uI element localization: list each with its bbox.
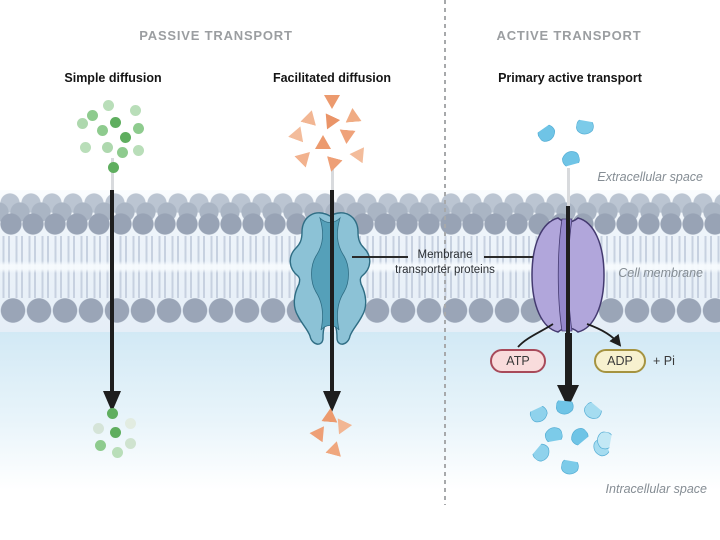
simple-diffusion-dot bbox=[132, 122, 144, 134]
intracellular-space-label: Intracellular space bbox=[605, 482, 707, 496]
cell-membrane-label: Cell membrane bbox=[618, 266, 703, 280]
facilitated-diffusion-arrow-tail bbox=[330, 158, 334, 194]
adp-badge-label: ADP bbox=[607, 354, 633, 368]
facilitated-diffusion-triangle bbox=[349, 143, 370, 164]
simple-diffusion-label: Simple diffusion bbox=[64, 71, 162, 85]
simple-diffusion-arrow-tail bbox=[110, 158, 114, 194]
active-transport-arrow-shaft bbox=[565, 206, 571, 334]
primary-active-transport-label: Primary active transport bbox=[498, 71, 642, 85]
facilitated-diffusion-triangle bbox=[294, 146, 315, 167]
active-transport-molecule bbox=[562, 151, 580, 168]
active-transport-molecule bbox=[529, 405, 548, 423]
extracellular-space-label: Extracellular space bbox=[597, 170, 703, 184]
atp-adp-curved-arrows bbox=[517, 323, 622, 348]
atp-badge: ATP bbox=[490, 349, 546, 373]
simple-diffusion-dot bbox=[107, 161, 119, 173]
active-transport-molecule bbox=[532, 443, 550, 462]
simple-diffusion-dot bbox=[102, 99, 114, 111]
transporter-leader-line-right bbox=[484, 256, 533, 258]
facilitated-diffusion-triangle bbox=[288, 124, 308, 143]
membrane-transporter-proteins-label: Membrane transporter proteins bbox=[395, 249, 495, 276]
facilitated-diffusion-arrow-shaft bbox=[329, 190, 335, 392]
active-transport-molecule bbox=[537, 124, 556, 142]
pi-label: + Pi bbox=[653, 354, 675, 368]
simple-diffusion-dot bbox=[92, 422, 104, 434]
simple-diffusion-dot bbox=[109, 116, 121, 128]
simple-diffusion-dot bbox=[119, 131, 131, 143]
simple-diffusion-arrow-shaft bbox=[109, 190, 115, 392]
active-transport-molecule bbox=[584, 401, 602, 419]
transporter-leader-line-left bbox=[352, 256, 408, 258]
active-transport-molecule bbox=[597, 431, 612, 450]
simple-diffusion-dot bbox=[124, 417, 136, 429]
active-transport-title: ACTIVE TRANSPORT bbox=[496, 28, 642, 43]
facilitated-diffusion-triangle bbox=[338, 129, 355, 144]
simple-diffusion-dot bbox=[106, 407, 118, 419]
simple-diffusion-dot bbox=[111, 446, 123, 458]
simple-diffusion-dot bbox=[86, 109, 98, 121]
facilitated-diffusion-triangle bbox=[315, 135, 331, 149]
simple-diffusion-dot bbox=[76, 117, 88, 129]
active-transport-molecule bbox=[555, 400, 574, 415]
active-transport-arrow-shaft-thick bbox=[564, 333, 572, 386]
simple-diffusion-dot bbox=[124, 437, 136, 449]
lipid-heads-top-front-row bbox=[0, 212, 720, 236]
simple-diffusion-dot bbox=[96, 124, 108, 136]
facilitated-diffusion-arrowhead bbox=[322, 391, 341, 412]
active-transport-molecule bbox=[561, 459, 579, 475]
atp-badge-label: ATP bbox=[506, 354, 530, 368]
simple-diffusion-dot bbox=[129, 104, 141, 116]
adp-badge: ADP bbox=[594, 349, 646, 373]
facilitated-diffusion-triangle bbox=[320, 113, 340, 132]
simple-diffusion-arrowhead bbox=[102, 391, 121, 412]
facilitated-diffusion-triangle bbox=[324, 95, 340, 109]
simple-diffusion-dot bbox=[132, 144, 144, 156]
facilitated-diffusion-triangle bbox=[344, 107, 361, 122]
simple-diffusion-dot bbox=[109, 426, 121, 438]
section-divider-dashed-line bbox=[444, 0, 446, 505]
simple-diffusion-dot bbox=[101, 141, 113, 153]
simple-diffusion-dot bbox=[116, 146, 128, 158]
simple-diffusion-dot bbox=[79, 141, 91, 153]
passive-transport-title: PASSIVE TRANSPORT bbox=[139, 28, 293, 43]
simple-diffusion-dot bbox=[94, 439, 106, 451]
facilitated-diffusion-triangle bbox=[300, 108, 319, 126]
active-transport-molecule bbox=[544, 427, 563, 443]
active-transport-molecule bbox=[576, 119, 594, 135]
facilitated-diffusion-label: Facilitated diffusion bbox=[272, 71, 392, 85]
active-transport-arrow-tail bbox=[566, 168, 570, 208]
